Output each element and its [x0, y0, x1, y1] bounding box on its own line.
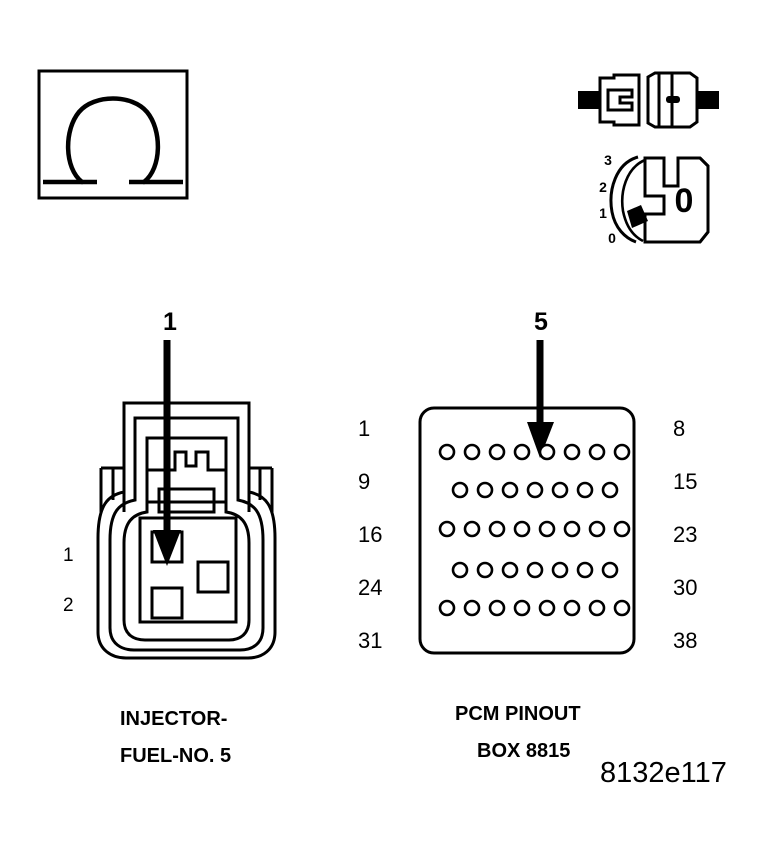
- pcm-pin: [601, 561, 619, 579]
- pcm-pin: [551, 561, 569, 579]
- injector-cavity-3: [150, 586, 184, 620]
- pcm-pin: [526, 561, 544, 579]
- pcm-pin: [576, 481, 594, 499]
- rotary-switch-icon: 0 3 2 1 0: [599, 152, 710, 246]
- pcm-pin: [463, 520, 481, 538]
- pcm-pin: [538, 520, 556, 538]
- pcm-pin: [601, 481, 619, 499]
- pcm-pin: [501, 561, 519, 579]
- pcm-pinout-connector: 1 9 16 24 31 8 15 23 30 38: [358, 406, 697, 655]
- pcm-pin: [588, 520, 606, 538]
- rotary-position-1: 1: [599, 205, 607, 221]
- injector-caption-line1: INJECTOR-: [120, 708, 227, 730]
- pcm-pin: [563, 599, 581, 617]
- pcm-pin: [588, 599, 606, 617]
- pcm-pin: [588, 443, 606, 461]
- pcm-right-label-row1: 8: [673, 416, 685, 441]
- injector-caption-line2: FUEL-NO. 5: [120, 745, 231, 767]
- pcm-pin: [488, 443, 506, 461]
- rotary-dial-value: 0: [675, 182, 694, 220]
- pcm-left-label-row5: 31: [358, 628, 382, 653]
- pcm-pin: [463, 443, 481, 461]
- pcm-pin: [476, 561, 494, 579]
- pcm-right-label-row3: 23: [673, 522, 697, 547]
- pcm-pin: [563, 520, 581, 538]
- pcm-caption-line2: BOX 8815: [477, 740, 570, 762]
- pcm-pin: [513, 443, 531, 461]
- pcm-pin: [451, 561, 469, 579]
- pcm-pin: [613, 520, 631, 538]
- pcm-pin: [451, 481, 469, 499]
- injector-cavity-2: [196, 560, 230, 594]
- rotary-position-2: 2: [599, 179, 607, 195]
- pcm-caption-line1: PCM PINOUT: [455, 703, 581, 725]
- pcm-pin-grid: [438, 443, 631, 617]
- injector-pin-label-2: 2: [63, 595, 74, 616]
- pcm-pin: [538, 599, 556, 617]
- pcm-right-label-row2: 15: [673, 469, 697, 494]
- injector-callout-number: 1: [163, 308, 177, 336]
- pcm-pin: [613, 443, 631, 461]
- pcm-callout-number: 5: [534, 308, 548, 336]
- pcm-pin: [513, 520, 531, 538]
- pcm-left-label-row2: 9: [358, 469, 370, 494]
- ohm-legend-box: [37, 69, 189, 200]
- pcm-pin: [476, 481, 494, 499]
- injector-connector: 1 2: [63, 401, 277, 660]
- pcm-pin: [538, 443, 556, 461]
- pcm-right-label-row5: 38: [673, 628, 697, 653]
- pcm-pin: [563, 443, 581, 461]
- injector-cavity-1: [150, 530, 184, 564]
- rotary-position-3: 3: [604, 152, 612, 168]
- pcm-pin: [438, 443, 456, 461]
- pcm-pin: [501, 481, 519, 499]
- pcm-pin: [438, 599, 456, 617]
- pcm-pin: [551, 481, 569, 499]
- drawing-code: 8132e117: [600, 757, 727, 789]
- pcm-pin: [438, 520, 456, 538]
- rotary-position-0: 0: [608, 230, 616, 246]
- pcm-pin: [526, 481, 544, 499]
- pcm-right-label-row4: 30: [673, 575, 697, 600]
- pcm-pin: [463, 599, 481, 617]
- pcm-callout: 5: [527, 308, 554, 458]
- pcm-pin: [513, 599, 531, 617]
- pcm-left-label-row4: 24: [358, 575, 382, 600]
- pcm-pin: [488, 520, 506, 538]
- pcm-pin: [488, 599, 506, 617]
- pcm-pin: [613, 599, 631, 617]
- pcm-left-label-row3: 16: [358, 522, 382, 547]
- pcm-pin: [576, 561, 594, 579]
- connector-probe-icon: [578, 71, 719, 129]
- pcm-left-label-row1: 1: [358, 416, 370, 441]
- injector-pin-label-1: 1: [63, 545, 74, 566]
